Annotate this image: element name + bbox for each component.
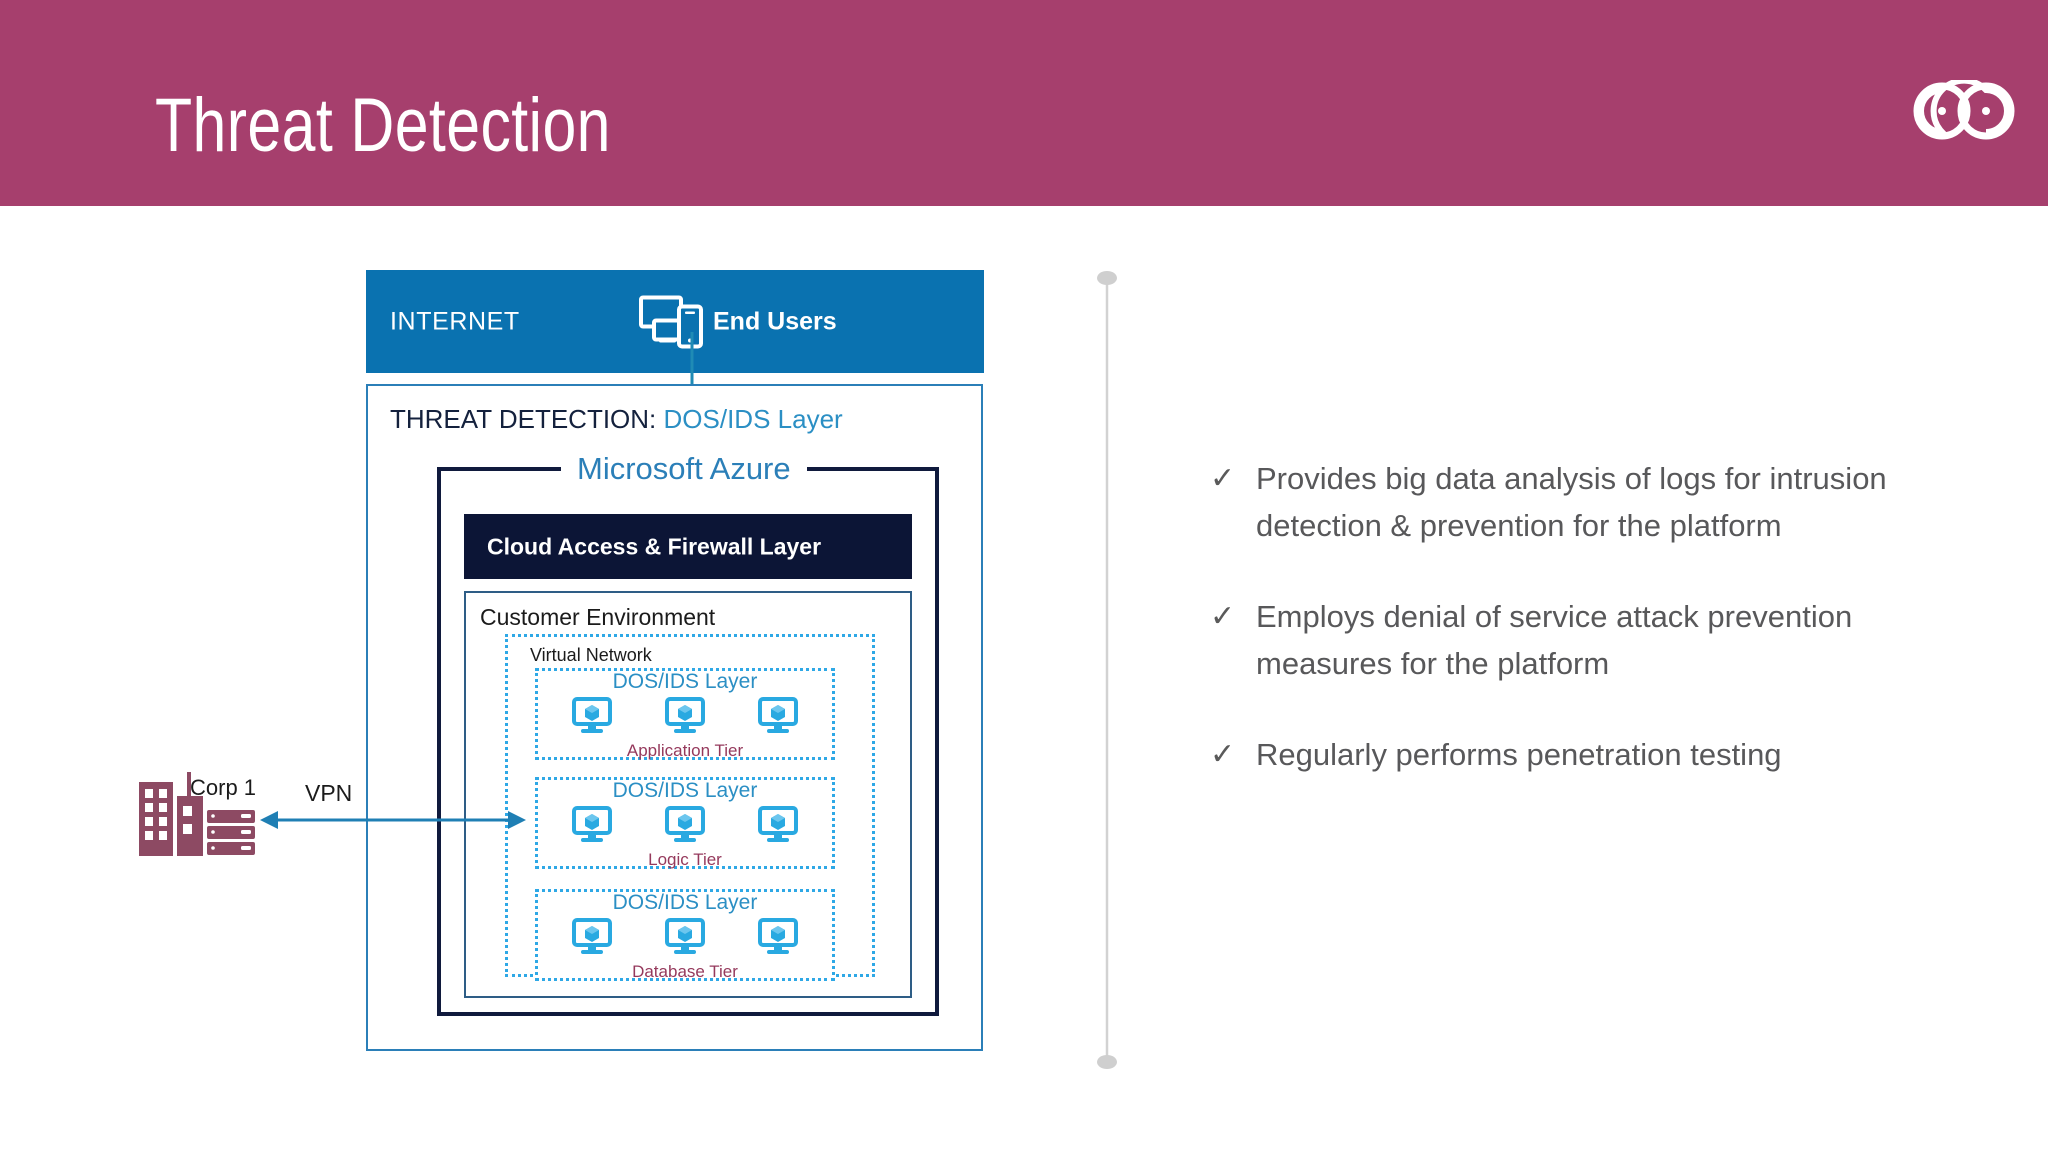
slide-header-bar (0, 0, 2048, 206)
checkmark-icon: ✓ (1210, 600, 1236, 633)
bullet-list: ✓ Provides big data analysis of logs for… (1210, 455, 1930, 822)
end-users-label: End Users (713, 307, 837, 335)
bullet-text: Provides big data analysis of logs for i… (1256, 461, 1887, 543)
corp-label: Corp 1 (190, 775, 257, 800)
infinity-loops-logo (1913, 80, 2015, 140)
list-item: ✓ Regularly performs penetration testing (1210, 731, 1930, 778)
threat-detection-heading: THREAT DETECTION: DOS/IDS Layer (390, 404, 843, 435)
monitor-vm-icon (757, 697, 798, 733)
monitor-vm-icon (664, 697, 705, 733)
vpn-label: VPN (305, 780, 353, 806)
customer-environment-label: Customer Environment (480, 604, 716, 630)
tier-database: DOS/IDS Layer Database Tier (535, 889, 835, 981)
cloud-access-firewall-label: Cloud Access & Firewall Layer (487, 533, 822, 559)
monitor-vm-icon (572, 806, 613, 842)
monitor-vm-icon (664, 806, 705, 842)
internet-band: INTERNET End Users (366, 270, 984, 373)
tier-logic: DOS/IDS Layer Logic Tier (535, 777, 835, 869)
internet-label: INTERNET (390, 307, 520, 335)
microsoft-azure-title: Microsoft Azure (561, 450, 807, 488)
threat-detection-layer: DOS/IDS Layer (663, 404, 843, 434)
tier-name-label: Application Tier (626, 741, 744, 760)
tier-vm-icons (546, 697, 824, 735)
bullet-text: Regularly performs penetration testing (1256, 737, 1782, 772)
checkmark-icon: ✓ (1210, 462, 1236, 495)
monitor-vm-icon (664, 918, 705, 954)
tier-name-label: Logic Tier (648, 850, 722, 869)
tier-dos-label: DOS/IDS Layer (612, 779, 758, 802)
bullet-text: Employs denial of service attack prevent… (1256, 599, 1853, 681)
monitor-vm-icon (572, 697, 613, 733)
tier-dos-label: DOS/IDS Layer (612, 670, 758, 693)
tier-name-label: Database Tier (632, 962, 738, 981)
list-item: ✓ Provides big data analysis of logs for… (1210, 455, 1930, 549)
tier-vm-icons (546, 806, 824, 844)
checkmark-icon: ✓ (1210, 738, 1236, 771)
end-users-group: End Users (638, 294, 837, 349)
monitor-vm-icon (757, 918, 798, 954)
threat-detection-prefix: THREAT DETECTION: (390, 404, 657, 434)
devices-icon (639, 295, 703, 348)
tier-dos-label: DOS/IDS Layer (612, 891, 758, 914)
page-title: Threat Detection (155, 83, 611, 168)
monitor-vm-icon (572, 918, 613, 954)
virtual-network-label: Virtual Network (530, 645, 652, 665)
tier-vm-icons (546, 918, 824, 956)
vertical-divider (1097, 271, 1117, 1069)
cloud-access-firewall-bar: Cloud Access & Firewall Layer (464, 514, 912, 579)
monitor-vm-icon (757, 806, 798, 842)
vpn-connection-arrow (260, 811, 526, 829)
tier-application: DOS/IDS Layer Application Tier (535, 668, 835, 760)
list-item: ✓ Employs denial of service attack preve… (1210, 593, 1930, 687)
office-building-server-icon (139, 772, 255, 856)
